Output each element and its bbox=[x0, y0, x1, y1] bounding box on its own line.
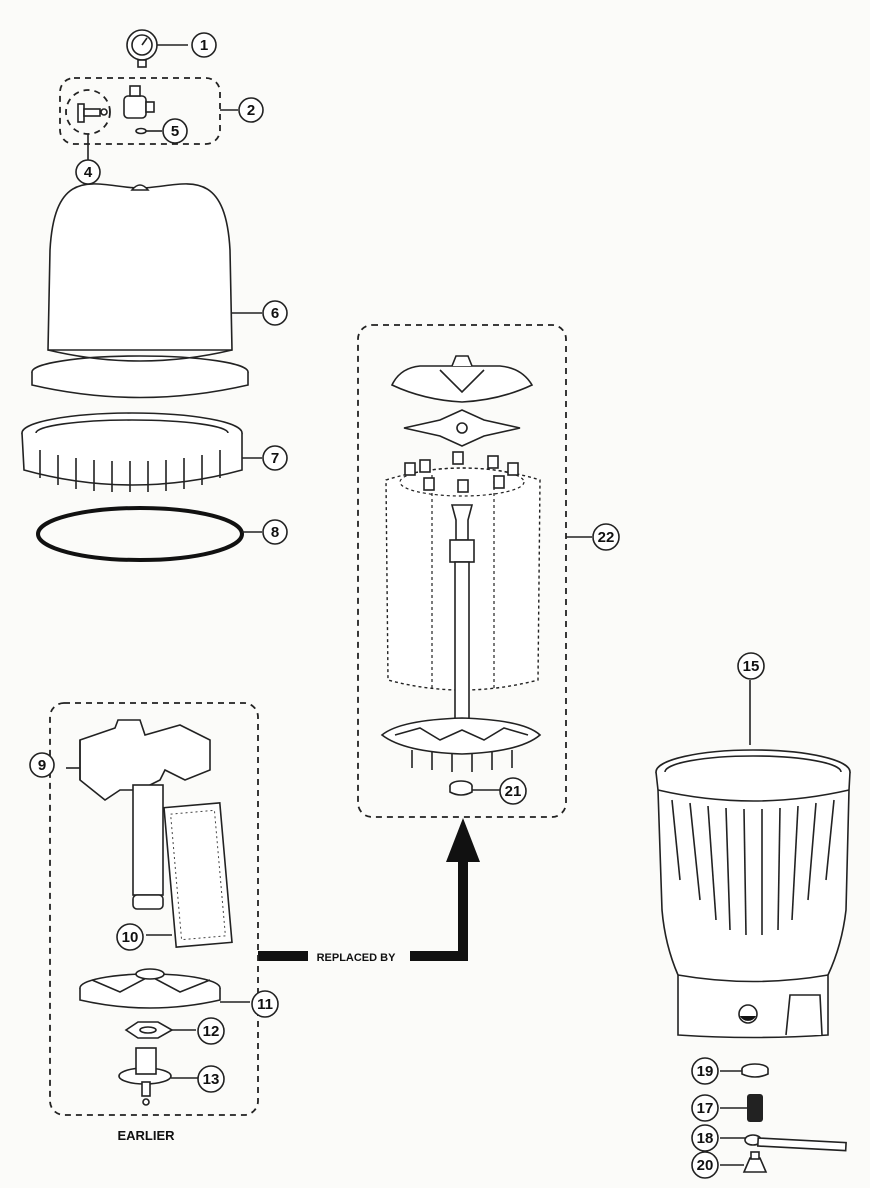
svg-text:21: 21 bbox=[505, 783, 522, 800]
svg-text:17: 17 bbox=[697, 1100, 714, 1117]
callout-13: 13 bbox=[197, 1065, 225, 1093]
tank-body-ribs bbox=[671, 799, 835, 936]
replaced-by-caption: REPLACED BY bbox=[317, 952, 397, 964]
earlier-caption: EARLIER bbox=[117, 1128, 175, 1143]
svg-text:8: 8 bbox=[271, 524, 279, 541]
svg-text:6: 6 bbox=[271, 305, 279, 322]
svg-text:15: 15 bbox=[743, 658, 760, 675]
svg-text:18: 18 bbox=[697, 1130, 714, 1147]
svg-text:13: 13 bbox=[203, 1071, 220, 1088]
svg-text:9: 9 bbox=[38, 757, 46, 774]
callouts: 1 2 4 5 6 7 8 9 bbox=[29, 32, 765, 1179]
callout-10: 10 bbox=[116, 923, 144, 951]
svg-text:19: 19 bbox=[697, 1063, 714, 1080]
callout-2: 2 bbox=[238, 97, 264, 123]
svg-text:4: 4 bbox=[84, 164, 93, 181]
pressure-gauge bbox=[126, 29, 188, 68]
svg-text:7: 7 bbox=[271, 450, 279, 467]
svg-text:20: 20 bbox=[697, 1157, 714, 1174]
filter-tank-body bbox=[655, 680, 851, 1039]
callout-22: 22 bbox=[592, 523, 620, 551]
callout-11: 11 bbox=[251, 990, 279, 1018]
callout-5: 5 bbox=[162, 118, 188, 144]
svg-text:10: 10 bbox=[122, 929, 139, 946]
svg-text:2: 2 bbox=[247, 102, 255, 119]
clamp-ring-ribs bbox=[39, 450, 221, 492]
air-relief-assembly bbox=[59, 77, 238, 160]
clamp-ring bbox=[21, 412, 262, 492]
replaced-by-arrow bbox=[258, 818, 480, 961]
svg-text:5: 5 bbox=[171, 123, 179, 140]
svg-text:1: 1 bbox=[200, 37, 208, 54]
element-assembly bbox=[357, 324, 592, 818]
callout-17: 17 bbox=[691, 1094, 719, 1122]
o-ring bbox=[36, 506, 262, 562]
callout-18: 18 bbox=[691, 1124, 719, 1152]
callout-6: 6 bbox=[262, 300, 288, 326]
callout-21: 21 bbox=[499, 777, 527, 805]
callout-8: 8 bbox=[262, 519, 288, 545]
callout-4: 4 bbox=[75, 159, 101, 185]
callout-20: 20 bbox=[691, 1151, 719, 1179]
callout-12: 12 bbox=[197, 1017, 225, 1045]
callout-7: 7 bbox=[262, 445, 288, 471]
svg-text:22: 22 bbox=[598, 529, 615, 546]
callout-9: 9 bbox=[29, 752, 55, 778]
callout-1: 1 bbox=[191, 32, 217, 58]
filter-tank-lid bbox=[31, 183, 262, 399]
cartridge-caps bbox=[404, 451, 519, 493]
svg-text:12: 12 bbox=[203, 1023, 220, 1040]
drain-hardware bbox=[720, 1063, 847, 1173]
svg-text:11: 11 bbox=[257, 996, 273, 1013]
callout-19: 19 bbox=[691, 1057, 719, 1085]
earlier-assembly bbox=[49, 702, 259, 1116]
callout-15: 15 bbox=[737, 652, 765, 680]
